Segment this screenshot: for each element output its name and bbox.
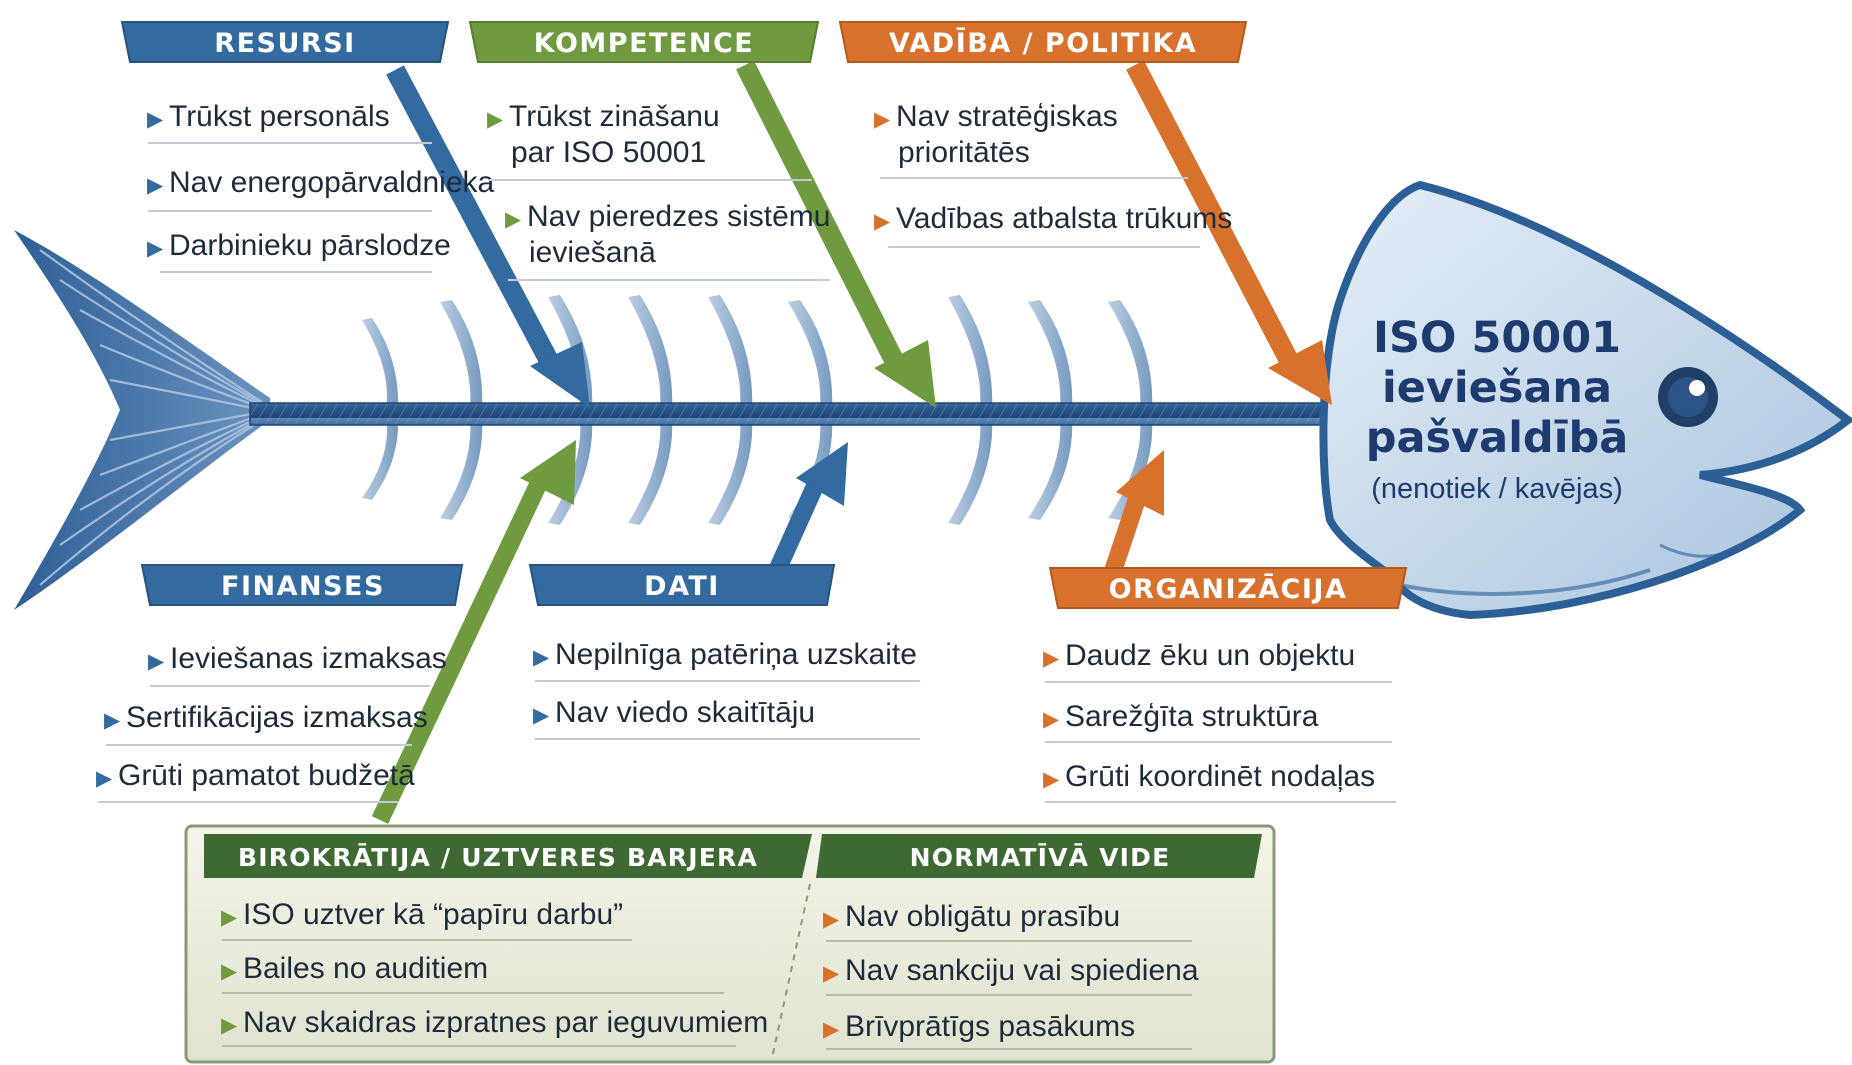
list-item: ▶ Nav stratēģiskas [874,100,1118,133]
list-item: ▶ Nepilnīga patēriņa uzskaite [533,638,917,671]
fish-tail [14,230,270,610]
fish-ribs [362,295,1153,525]
head-title-line1: ISO 50001 [1373,313,1621,363]
category-banner-kompetence: KOMPETENCE [468,21,820,63]
items-resursi: ▶ Trūkst personāls ▶ Nav energopārvaldni… [147,100,495,273]
list-item: ▶ Sertifikācijas izmaksas [104,701,428,734]
list-item: ▶ Nav pieredzes sistēmu [505,200,830,233]
category-label-organizacija: ORGANIZĀCIJA [1109,573,1348,605]
head-subtitle: (nenotiek / kavējas) [1371,473,1622,505]
category-banner-dati: DATI [528,564,836,606]
arrow-organizacija [1101,450,1164,583]
list-item: ▶ Vadības atbalsta trūkums [874,202,1232,235]
arrow-vadiba [1126,60,1332,405]
category-banner-organizacija: ORGANIZĀCIJA [1048,567,1408,609]
list-item-continued: ieviešanā [529,236,656,269]
box-header-normativa: NORMATĪVĀ VIDE [910,843,1171,872]
items-organizacija: ▶ Daudz ēku un objektu ▶ Sarežģīta struk… [1043,639,1396,803]
list-item: ▶ Nav sankciju vai spiediena [823,954,1199,987]
arrow-dati [766,442,848,579]
list-item: ▶ Trūkst personāls [147,100,390,133]
list-item: ▶ Nav viedo skaitītāju [533,696,815,729]
arrow-birokratija [371,440,576,824]
category-label-finanses: FINANSES [221,571,385,602]
list-item: ▶ Bailes no auditiem [221,952,488,985]
bottom-box: BIROKRĀTIJA / UZTVERES BARJERA NORMATĪVĀ… [184,824,1276,1064]
fish-spine [249,402,1331,426]
list-item: ▶ Nav obligātu prasību [823,900,1120,933]
list-item: ▶ ISO uztver kā “papīru darbu” [221,898,623,931]
category-label-dati: DATI [644,571,720,602]
items-normativa: ▶ Nav obligātu prasību ▶ Nav sankciju va… [823,900,1199,1050]
list-item: ▶ Brīvprātīgs pasākums [823,1010,1135,1043]
items-vadiba: ▶ Nav stratēģiskas prioritātēs ▶ Vadības… [874,100,1232,248]
arrow-kompetence [736,60,936,408]
items-kompetence: ▶ Trūkst zināšanu par ISO 50001 ▶ Nav pi… [487,100,830,281]
list-item: ▶ Darbinieku pārslodze [147,229,451,262]
items-birokratija: ▶ ISO uztver kā “papīru darbu” ▶ Bailes … [221,898,768,1047]
box-header-birokratija: BIROKRĀTIJA / UZTVERES BARJERA [238,843,758,872]
list-item: ▶ Grūti pamatot budžetā [96,759,415,792]
category-label-kompetence: KOMPETENCE [534,28,754,59]
list-item: ▶ Sarežģīta struktūra [1043,700,1319,733]
list-item: ▶ Nav skaidras izpratnes par ieguvumiem [221,1006,768,1039]
head-title-line2: ieviešana [1382,363,1612,413]
head-title-line3: pašvaldībā [1366,413,1629,463]
category-banner-finanses: FINANSES [140,564,464,606]
list-item: ▶ Nav energopārvaldnieka [147,166,495,199]
fish-eye-icon [1658,367,1718,427]
list-item: ▶ Daudz ēku un objektu [1043,639,1355,672]
list-item: ▶ Ieviešanas izmaksas [148,642,447,675]
box-divider [771,883,811,1059]
fish-head: ISO 50001 ieviešana pašvaldībā (nenotiek… [1319,180,1852,620]
list-item: ▶ Grūti koordinēt nodaļas [1043,760,1375,793]
list-item-continued: prioritātēs [898,136,1030,169]
items-finanses: ▶ Ieviešanas izmaksas ▶ Sertifikācijas i… [96,642,447,803]
list-item: ▶ Trūkst zināšanu [487,100,720,133]
list-item-continued: par ISO 50001 [511,136,706,169]
category-label-vadiba: VADĪBA / POLITIKA [889,27,1197,59]
arrow-resursi [386,65,590,408]
items-dati: ▶ Nepilnīga patēriņa uzskaite ▶ Nav vied… [533,638,920,740]
category-banner-resursi: RESURSI [120,21,450,63]
category-label-resursi: RESURSI [214,28,355,59]
category-banner-vadiba: VADĪBA / POLITIKA [838,21,1248,63]
